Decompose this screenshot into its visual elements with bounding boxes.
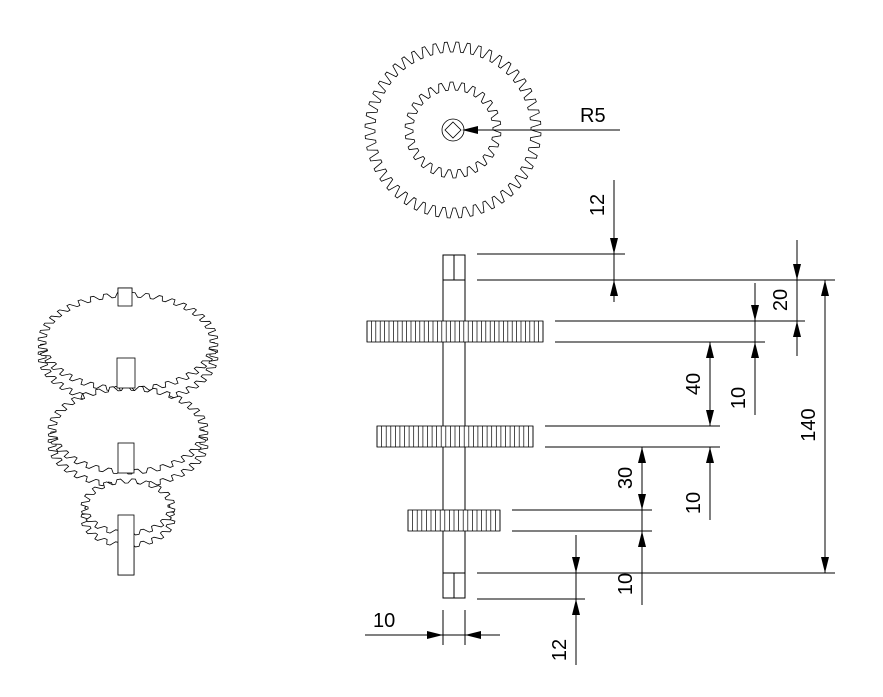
dim-top-offset-arrow-b — [610, 280, 618, 296]
iso-shaft-visible — [117, 514, 135, 576]
dim-gear-spacing-1-label: 40 — [683, 373, 705, 395]
dim-gear2-width-arrow — [706, 447, 714, 463]
dim-gear-spacing-2-label: 30 — [615, 467, 637, 489]
isometric-view — [37, 287, 219, 576]
iso-gear-2-top-face — [47, 385, 209, 475]
dim-gear3-width-label: 10 — [615, 573, 637, 595]
iso-shaft-visible — [117, 287, 133, 307]
iso-gear-1-top-face — [37, 292, 219, 392]
dim-gear1-offset-arrow-a — [793, 264, 801, 280]
dim-gear1-width-label: 10 — [728, 387, 750, 409]
dim-bottom-offset-label: 12 — [549, 639, 571, 661]
dim-gear1-width-arrow-a — [751, 305, 759, 321]
front-gear-small — [407, 509, 501, 532]
dim-overall-arrow-a — [821, 280, 829, 296]
dim-gear3-width-arrow — [638, 531, 646, 547]
dim-shaft-diameter-arrow-a — [427, 631, 443, 639]
top-view-shaft-key — [444, 121, 462, 139]
radius-label: R5 — [580, 105, 606, 127]
dim-overall-label: 140 — [798, 408, 820, 441]
dim-overall-arrow-b — [821, 557, 829, 573]
dim-top-offset-arrow-a — [610, 238, 618, 254]
top-view: R5 — [364, 41, 620, 219]
top-view-large-gear — [364, 41, 542, 219]
iso-shaft-visible — [117, 442, 135, 474]
dim-shaft-diameter-arrow-b — [465, 631, 481, 639]
dim-gear1-offset-label: 20 — [770, 289, 792, 311]
dim-gear-spacing-2-arrow-a — [638, 447, 646, 463]
dim-shaft-diameter-label: 10 — [373, 610, 395, 632]
front-gear-large — [366, 320, 544, 343]
dim-top-offset-label: 12 — [587, 194, 609, 216]
top-view-small-gear — [404, 81, 502, 179]
dim-bottom-offset-arrow-a — [572, 557, 580, 573]
dim-gear-spacing-1-arrow-a — [706, 342, 714, 358]
dim-gear-spacing-1-arrow-b — [706, 410, 714, 426]
dim-gear-spacing-2-arrow-b — [638, 494, 646, 510]
dim-gear1-offset-arrow-b — [793, 321, 801, 337]
dim-bottom-offset-arrow-b — [572, 599, 580, 615]
dimension-lines: 12 20 10 40 10 30 10 140 — [365, 180, 829, 665]
front-view — [366, 254, 544, 599]
dim-gear2-width-label: 10 — [683, 492, 705, 514]
radius-arrow — [462, 126, 478, 134]
iso-shaft-visible — [116, 357, 136, 389]
iso-gear-large — [37, 292, 219, 406]
extension-lines — [442, 253, 835, 645]
iso-gear-3-top-face — [80, 478, 176, 536]
front-gear-medium — [376, 425, 534, 448]
dim-gear1-width-arrow-b — [751, 342, 759, 358]
